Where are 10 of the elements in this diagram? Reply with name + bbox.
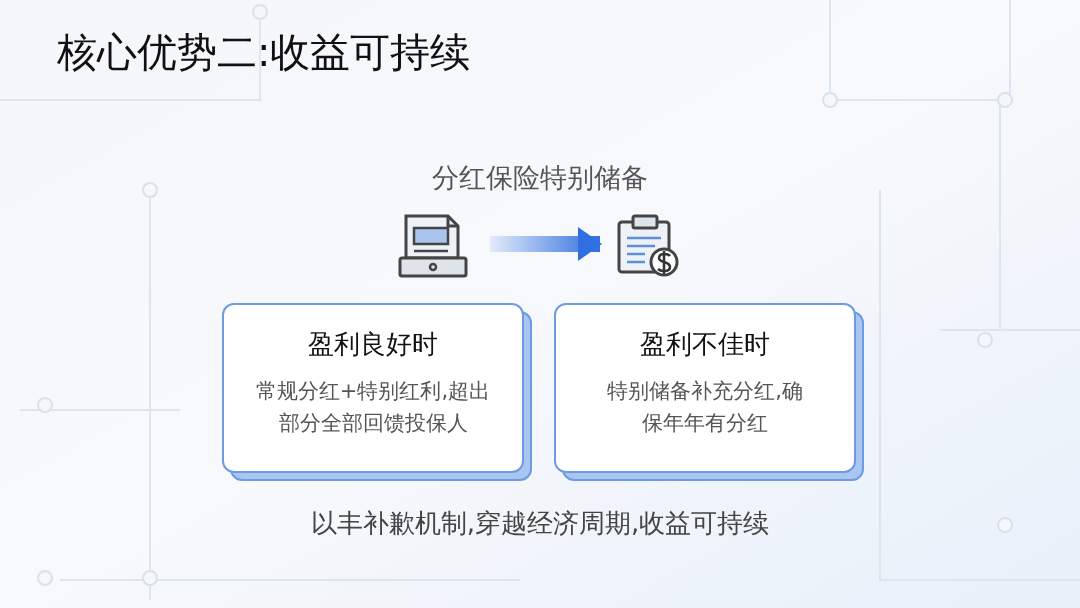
arrow [490, 227, 602, 261]
info-card [554, 303, 856, 473]
card-heading: 盈利不佳时 [640, 328, 770, 361]
card-heading: 盈利良好时 [308, 328, 438, 361]
slide-title: 核心优势二:收益可持续 [57, 28, 471, 77]
section-heading: 分红保险特别储备 [431, 161, 649, 195]
card-body: 常规分红+特别红利,超出部分全部回馈投保人 [255, 378, 491, 437]
summary-text: 以丰补歉机制,穿越经济周期,收益可持续 [309, 507, 771, 540]
card-body: 特别储备补充分红,确保年年有分红 [607, 378, 803, 437]
info-card [222, 303, 524, 473]
